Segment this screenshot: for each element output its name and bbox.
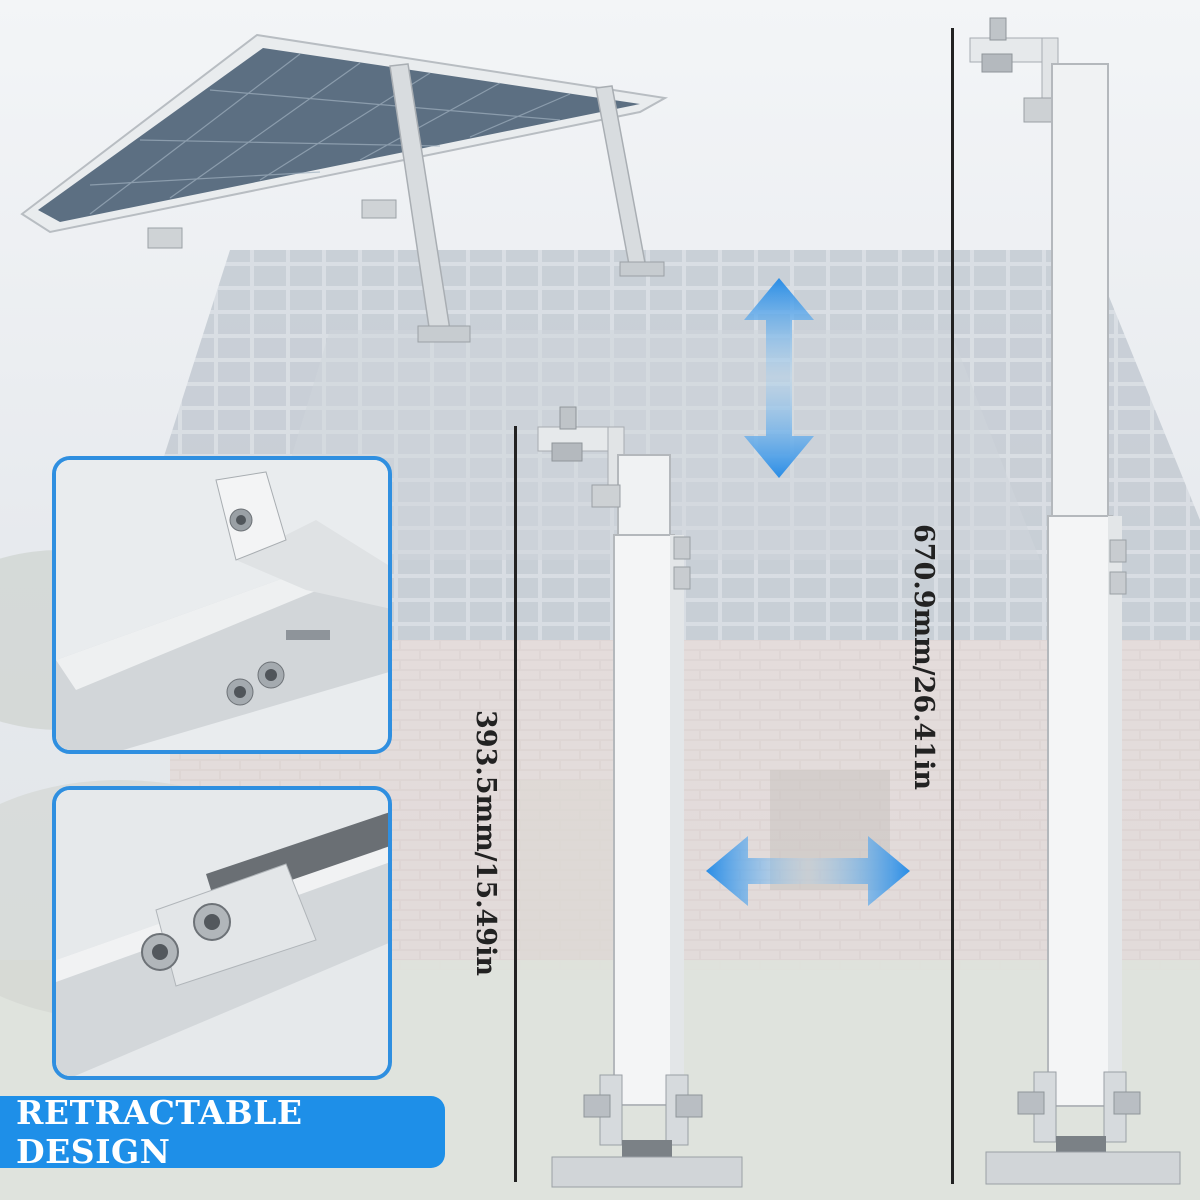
double-arrow-horizontal-icon bbox=[706, 836, 910, 906]
detail-card-clamp bbox=[52, 456, 392, 754]
solar-panel-with-brackets bbox=[20, 33, 669, 343]
short-bracket-leg bbox=[537, 406, 743, 1188]
long-dimension-label: 670.9mm/26.41in bbox=[908, 524, 939, 790]
short-dimension-line bbox=[514, 426, 517, 1182]
short-dimension-label: 393.5mm/15.49in bbox=[470, 710, 501, 976]
long-bracket-leg bbox=[969, 17, 1181, 1185]
clamp-detail-photo bbox=[56, 460, 388, 750]
retractable-design-banner: RETRACTABLE DESIGN bbox=[0, 1093, 445, 1171]
joint-detail-photo bbox=[56, 790, 388, 1076]
double-arrow-vertical-icon bbox=[744, 278, 814, 478]
detail-card-telescopic-joint bbox=[52, 786, 392, 1080]
banner-text: RETRACTABLE DESIGN bbox=[16, 1093, 303, 1171]
long-dimension-line bbox=[951, 28, 954, 1184]
